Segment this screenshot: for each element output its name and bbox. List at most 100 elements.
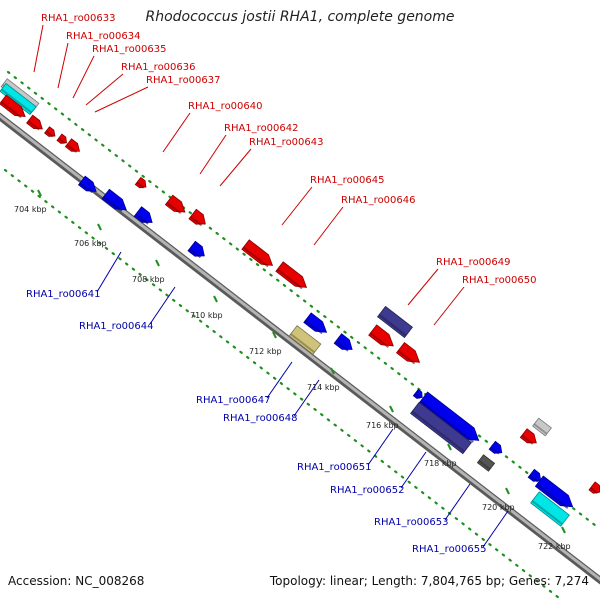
leader-line — [85, 73, 124, 106]
dotted-guide-lines — [3, 70, 600, 600]
gene-label-rha1_ro00651: RHA1_ro00651 — [297, 462, 372, 473]
leader-line — [281, 186, 313, 226]
gene-shade — [136, 181, 145, 189]
leader-line — [94, 86, 149, 113]
leader-line — [400, 451, 427, 489]
gene-shade — [166, 201, 182, 215]
gene-body — [275, 261, 308, 288]
gene-shade — [135, 213, 149, 225]
tick-label: 706 kbp — [74, 239, 107, 248]
gene-shade — [490, 446, 500, 455]
tick-label: 720 kbp — [482, 503, 515, 512]
gene-feature — [288, 325, 322, 355]
gene-feature — [519, 428, 537, 445]
genome-summary-text: Topology: linear; Length: 7,804,765 bp; … — [269, 574, 589, 588]
tick-mark — [330, 367, 335, 375]
gene-feature — [0, 94, 26, 119]
gene-shade — [531, 500, 563, 525]
gene-label-rha1_ro00640: RHA1_ro00640 — [188, 101, 263, 112]
gene-feature — [164, 194, 186, 215]
gene-label-rha1_ro00644: RHA1_ro00644 — [79, 321, 154, 332]
tick-label: 712 kbp — [249, 347, 282, 356]
gene-feature — [530, 491, 570, 527]
gene-body — [44, 126, 56, 137]
tick-label: 722 kbp — [538, 542, 571, 551]
gene-label-rha1_ro00634: RHA1_ro00634 — [66, 31, 141, 42]
gene-shade — [27, 120, 40, 131]
gene-feature — [476, 454, 496, 472]
leader-line — [162, 112, 191, 153]
tick-mark — [213, 295, 218, 303]
tick-label: 716 kbp — [366, 421, 399, 430]
map-title: Rhodococcus jostii RHA1, complete genome — [145, 9, 455, 25]
gene-feature — [588, 481, 600, 495]
tick-mark — [97, 223, 102, 231]
gene-body — [26, 114, 43, 130]
gene-feature — [395, 341, 421, 365]
leader-line — [199, 134, 227, 175]
gene-feature — [303, 312, 328, 335]
gene-label-rha1_ro00645: RHA1_ro00645 — [310, 175, 385, 186]
tick-label: 718 kbp — [424, 459, 457, 468]
gene-body — [288, 325, 322, 355]
gene-shade — [529, 474, 539, 483]
gene-shade — [335, 340, 349, 352]
backbone-highlight — [0, 113, 600, 582]
leader-line — [96, 251, 122, 293]
leader-line — [407, 268, 439, 306]
gene-feature — [241, 239, 274, 268]
gene-body — [395, 341, 421, 363]
gene-body — [64, 138, 81, 152]
gene-shade — [536, 483, 569, 509]
gene-shade — [411, 410, 465, 453]
lower-guide-line — [3, 168, 564, 600]
gene-label-rha1_ro00650: RHA1_ro00650 — [462, 275, 537, 286]
tick-mark — [272, 331, 277, 339]
gene-feature — [134, 176, 147, 189]
gene-feature — [44, 126, 56, 138]
gene-label-rha1_ro00647: RHA1_ro00647 — [196, 395, 271, 406]
gene-shade — [290, 333, 316, 354]
leader-line — [367, 428, 394, 466]
gene-shade — [533, 423, 548, 435]
gene-shade — [188, 248, 202, 259]
tick-mark — [447, 443, 452, 451]
gene-feature — [534, 475, 574, 509]
gene-feature — [275, 261, 308, 290]
gene-labels: RHA1_ro00633RHA1_ro00634RHA1_ro00635RHA1… — [26, 13, 537, 555]
gene-feature — [133, 206, 153, 225]
gene-body — [410, 401, 472, 455]
gene-shade — [276, 268, 303, 290]
gene-shade — [57, 137, 66, 144]
leader-line — [433, 286, 465, 326]
gene-feature — [488, 440, 503, 455]
leader-line — [482, 510, 509, 548]
genome-backbone — [0, 112, 600, 585]
leader-line — [72, 55, 95, 99]
gene-label-rha1_ro00642: RHA1_ro00642 — [224, 123, 299, 134]
tick-mark — [561, 526, 566, 534]
gene-body — [0, 82, 37, 116]
gene-feature — [77, 175, 97, 194]
gene-label-rha1_ro00633: RHA1_ro00633 — [41, 13, 116, 24]
gene-label-rha1_ro00636: RHA1_ro00636 — [121, 62, 196, 73]
gene-feature — [187, 240, 205, 259]
gene-shade — [304, 319, 323, 335]
gene-shade — [79, 182, 93, 194]
gene-label-rha1_ro00649: RHA1_ro00649 — [436, 257, 511, 268]
leader-line — [313, 206, 344, 246]
gene-label-rha1_ro00637: RHA1_ro00637 — [146, 75, 221, 86]
gene-feature — [64, 138, 81, 153]
gene-feature — [532, 417, 552, 437]
gene-label-rha1_ro00641: RHA1_ro00641 — [26, 289, 101, 300]
gene-shade — [419, 400, 474, 443]
gene-shade — [478, 459, 491, 471]
gene-shade — [45, 130, 54, 138]
gene-shade — [378, 313, 407, 337]
tick-mark — [505, 487, 510, 495]
leader-line — [266, 361, 293, 399]
gene-feature — [333, 333, 353, 352]
gene-body — [377, 305, 413, 339]
